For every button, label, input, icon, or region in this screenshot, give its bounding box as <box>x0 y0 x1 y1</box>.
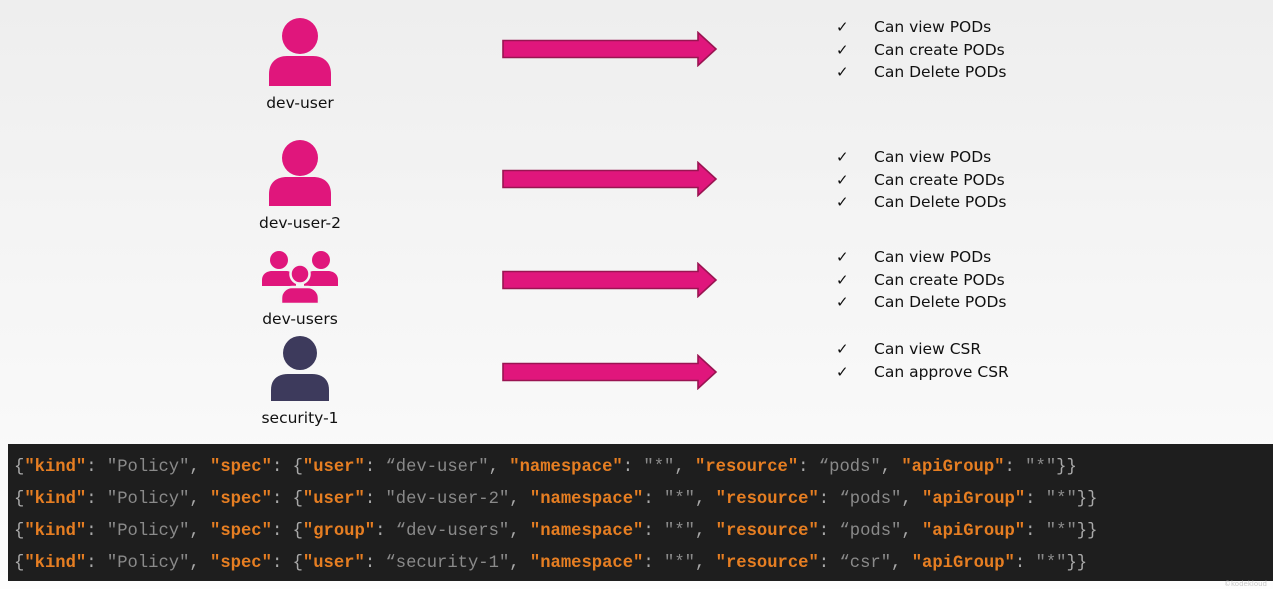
check-icon: ✓ <box>836 248 849 266</box>
arrow-icon <box>502 262 718 298</box>
entity-label: dev-user-2 <box>259 214 341 232</box>
permission-item: ✓Can view PODs <box>836 16 1006 39</box>
permission-item: ✓Can approve CSR <box>836 361 1009 384</box>
permission-item: ✓Can view PODs <box>836 246 1006 269</box>
policy-code-block: {"kind": "Policy", "spec": {"user": “dev… <box>8 444 1273 581</box>
entity-security-1: security-1 <box>248 335 352 427</box>
arrow-icon <box>502 161 718 197</box>
check-icon: ✓ <box>836 193 849 211</box>
permission-item: ✓Can view PODs <box>836 146 1006 169</box>
check-icon: ✓ <box>836 148 849 166</box>
entity-dev-user: dev-user <box>248 18 352 112</box>
policy-code-line: {"kind": "Policy", "spec": {"user": "dev… <box>14 490 1098 509</box>
permission-list: ✓Can view PODs ✓Can create PODs ✓Can Del… <box>836 246 1006 314</box>
arrow-icon <box>502 354 718 390</box>
entity-label: security-1 <box>261 409 339 427</box>
permission-item: ✓Can Delete PODs <box>836 291 1006 314</box>
arrow-icon <box>502 31 718 67</box>
user-group-icon <box>262 251 338 304</box>
check-icon: ✓ <box>836 170 849 189</box>
entity-label: dev-users <box>262 310 338 328</box>
check-icon: ✓ <box>836 270 849 289</box>
check-icon: ✓ <box>836 40 849 59</box>
entity-dev-users: dev-users <box>248 250 352 328</box>
permission-item: ✓Can create PODs <box>836 269 1006 292</box>
permission-item: ✓Can Delete PODs <box>836 61 1006 84</box>
check-icon: ✓ <box>836 362 849 381</box>
entity-dev-user-2: dev-user-2 <box>248 140 352 232</box>
user-icon <box>269 140 331 206</box>
check-icon: ✓ <box>836 18 849 36</box>
permission-item: ✓Can create PODs <box>836 169 1006 192</box>
user-icon <box>271 336 329 401</box>
policy-code-line: {"kind": "Policy", "spec": {"user": “sec… <box>14 554 1088 573</box>
permission-list: ✓Can view PODs ✓Can create PODs ✓Can Del… <box>836 146 1006 214</box>
policy-code-line: {"kind": "Policy", "spec": {"group": “de… <box>14 522 1098 541</box>
check-icon: ✓ <box>836 63 849 81</box>
check-icon: ✓ <box>836 340 849 358</box>
user-icon <box>269 18 331 86</box>
watermark: ©kodekloud <box>1224 580 1267 588</box>
check-icon: ✓ <box>836 293 849 311</box>
permission-list: ✓Can view PODs ✓Can create PODs ✓Can Del… <box>836 16 1006 84</box>
entity-label: dev-user <box>266 94 334 112</box>
permission-item: ✓Can view CSR <box>836 338 1009 361</box>
permission-list: ✓Can view CSR ✓Can approve CSR <box>836 338 1009 383</box>
policy-code-line: {"kind": "Policy", "spec": {"user": “dev… <box>14 458 1077 477</box>
permission-item: ✓Can Delete PODs <box>836 191 1006 214</box>
permission-item: ✓Can create PODs <box>836 39 1006 62</box>
